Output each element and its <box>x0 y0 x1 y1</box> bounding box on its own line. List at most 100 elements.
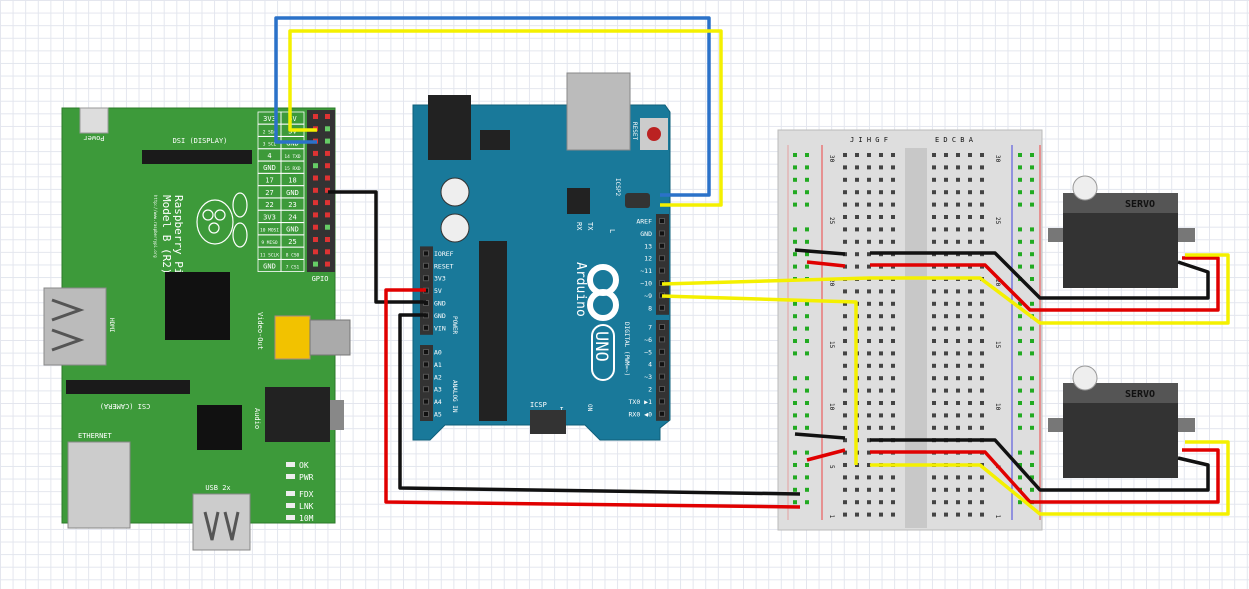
breadboard-hole[interactable] <box>855 500 859 505</box>
breadboard-hole[interactable] <box>956 227 960 232</box>
breadboard-hole[interactable] <box>968 190 972 195</box>
breadboard-hole[interactable] <box>1030 301 1034 306</box>
breadboard-hole[interactable] <box>891 425 895 430</box>
header-pin[interactable] <box>423 398 429 405</box>
breadboard-hole[interactable] <box>879 487 883 492</box>
breadboard-hole[interactable] <box>793 227 797 232</box>
breadboard-hole[interactable] <box>944 326 948 331</box>
breadboard-hole[interactable] <box>879 376 883 381</box>
gpio-pin[interactable] <box>325 138 330 144</box>
breadboard-hole[interactable] <box>944 301 948 306</box>
breadboard-hole[interactable] <box>1018 413 1022 418</box>
breadboard-hole[interactable] <box>980 289 984 294</box>
breadboard-hole[interactable] <box>879 239 883 244</box>
breadboard-hole[interactable] <box>843 339 847 343</box>
header-pin[interactable] <box>659 255 665 262</box>
breadboard-hole[interactable] <box>980 487 984 492</box>
breadboard-hole[interactable] <box>968 351 972 356</box>
gpio-pin[interactable] <box>325 212 330 218</box>
breadboard-hole[interactable] <box>805 165 809 170</box>
breadboard-hole[interactable] <box>793 463 797 467</box>
breadboard-hole[interactable] <box>843 401 847 405</box>
breadboard-hole[interactable] <box>867 289 871 294</box>
breadboard-hole[interactable] <box>891 401 895 405</box>
breadboard-hole[interactable] <box>879 363 883 368</box>
header-pin[interactable] <box>423 386 429 393</box>
breadboard-hole[interactable] <box>891 388 895 393</box>
breadboard-hole[interactable] <box>805 425 809 430</box>
breadboard-hole[interactable] <box>855 215 859 219</box>
servo2-black-wire[interactable] <box>870 438 1210 492</box>
breadboard-hole[interactable] <box>944 165 948 170</box>
breadboard-hole[interactable] <box>805 190 809 195</box>
breadboard-hole[interactable] <box>867 202 871 207</box>
gpio-pin[interactable] <box>325 224 330 230</box>
header-pin[interactable] <box>659 218 665 224</box>
wire-black-jumper-1[interactable] <box>794 248 846 256</box>
breadboard-hole[interactable] <box>867 413 871 418</box>
header-pin[interactable] <box>659 304 665 311</box>
breadboard-hole[interactable] <box>968 227 972 232</box>
breadboard-hole[interactable] <box>843 190 847 195</box>
breadboard-hole[interactable] <box>867 215 871 219</box>
breadboard-hole[interactable] <box>879 326 883 331</box>
breadboard-hole[interactable] <box>867 252 871 257</box>
breadboard-hole[interactable] <box>855 202 859 207</box>
breadboard-hole[interactable] <box>843 463 847 467</box>
breadboard-hole[interactable] <box>793 153 797 157</box>
breadboard-hole[interactable] <box>879 165 883 170</box>
breadboard-hole[interactable] <box>980 339 984 343</box>
breadboard-hole[interactable] <box>1030 401 1034 405</box>
breadboard-hole[interactable] <box>805 388 809 393</box>
breadboard-hole[interactable] <box>944 388 948 393</box>
breadboard-hole[interactable] <box>843 425 847 430</box>
breadboard-hole[interactable] <box>793 500 797 505</box>
breadboard-hole[interactable] <box>891 475 895 480</box>
breadboard-hole[interactable] <box>867 326 871 331</box>
breadboard-hole[interactable] <box>1030 264 1034 269</box>
breadboard-hole[interactable] <box>867 239 871 244</box>
breadboard-hole[interactable] <box>956 215 960 219</box>
breadboard-hole[interactable] <box>1030 190 1034 195</box>
breadboard-hole[interactable] <box>867 487 871 492</box>
breadboard-hole[interactable] <box>944 425 948 430</box>
wire-red-jumper-1[interactable] <box>806 260 846 268</box>
breadboard-hole[interactable] <box>843 512 847 517</box>
breadboard-hole[interactable] <box>805 500 809 505</box>
breadboard-hole[interactable] <box>956 153 960 157</box>
breadboard-hole[interactable] <box>956 425 960 430</box>
breadboard-hole[interactable] <box>891 413 895 418</box>
breadboard-hole[interactable] <box>843 239 847 244</box>
header-pin[interactable] <box>659 348 665 355</box>
breadboard-hole[interactable] <box>793 165 797 170</box>
wire-red-jumper-2[interactable] <box>806 448 846 462</box>
breadboard-hole[interactable] <box>944 177 948 182</box>
breadboard-hole[interactable] <box>867 388 871 393</box>
gpio-pin[interactable] <box>313 187 318 193</box>
breadboard-hole[interactable] <box>944 339 948 343</box>
breadboard-hole[interactable] <box>968 401 972 405</box>
breadboard-hole[interactable] <box>891 500 895 505</box>
breadboard-hole[interactable] <box>793 376 797 381</box>
breadboard-hole[interactable] <box>805 401 809 405</box>
breadboard-hole[interactable] <box>891 177 895 182</box>
breadboard-hole[interactable] <box>932 401 936 405</box>
breadboard-hole[interactable] <box>1018 190 1022 195</box>
header-pin[interactable] <box>423 361 429 368</box>
servo1-yellow-wire[interactable] <box>870 253 1230 325</box>
breadboard-hole[interactable] <box>867 339 871 343</box>
breadboard-hole[interactable] <box>843 252 847 257</box>
servo-horn[interactable] <box>1072 175 1098 201</box>
breadboard-hole[interactable] <box>867 425 871 430</box>
breadboard-hole[interactable] <box>980 165 984 170</box>
breadboard-hole[interactable] <box>867 463 871 467</box>
gpio-pin[interactable] <box>313 224 318 230</box>
breadboard-hole[interactable] <box>867 376 871 381</box>
header-pin[interactable] <box>659 398 665 405</box>
breadboard-hole[interactable] <box>891 165 895 170</box>
gpio-pin[interactable] <box>313 175 318 181</box>
breadboard-hole[interactable] <box>1030 351 1034 356</box>
breadboard-hole[interactable] <box>968 165 972 170</box>
breadboard-hole[interactable] <box>1030 487 1034 492</box>
breadboard-hole[interactable] <box>1030 202 1034 207</box>
